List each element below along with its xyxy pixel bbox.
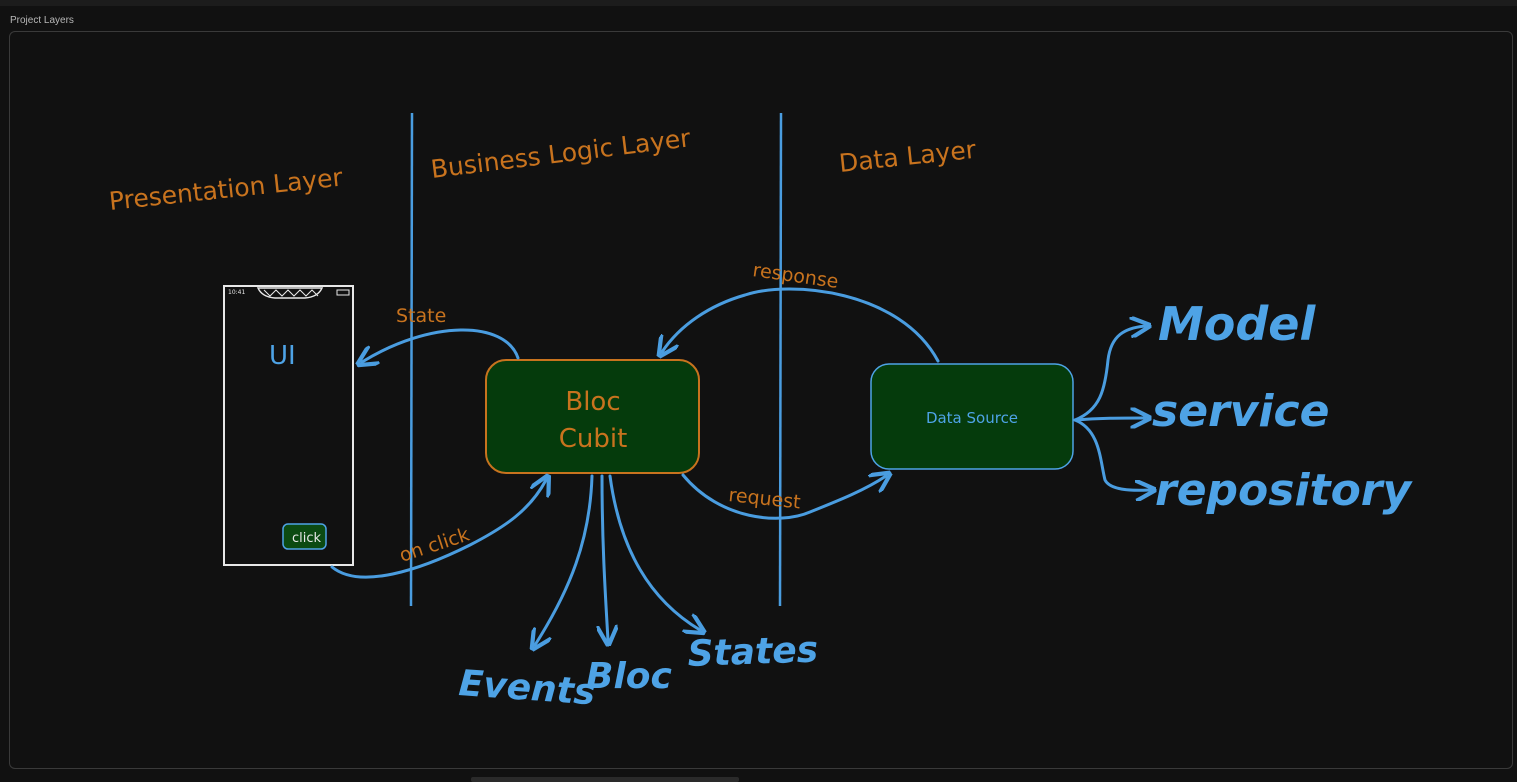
phone-ui-label: UI: [269, 341, 296, 371]
data-part-service: service: [1152, 386, 1329, 437]
request-edge-label: request: [727, 484, 801, 513]
request-arrow: [681, 475, 886, 520]
phone-click-button[interactable]: click: [282, 523, 327, 550]
canvas-frame: [9, 31, 1513, 769]
bloc-box-line1: Bloc: [565, 387, 620, 417]
on-click-arrow: [330, 480, 546, 579]
bloc-part-states: States: [687, 629, 819, 675]
state-arrow: [362, 328, 520, 362]
bloc-arrow: [602, 474, 608, 640]
phone-mockup: 10:41 UI click: [223, 285, 354, 566]
service-arrow: [1073, 418, 1145, 420]
click-button-bg[interactable]: [282, 523, 327, 550]
top-bar: [0, 0, 1517, 6]
data-part-repository: repository: [1155, 465, 1413, 516]
data-part-model: Model: [1158, 297, 1317, 351]
frame-title: Project Layers: [10, 15, 74, 26]
states-arrow: [608, 474, 700, 630]
bloc-box-line2: Cubit: [559, 424, 628, 454]
data-source-box: Data Source: [870, 363, 1074, 470]
bloc-cubit-box: Bloc Cubit: [485, 359, 700, 474]
bloc-part-bloc: Bloc: [586, 656, 672, 697]
notch-pattern: [263, 289, 319, 297]
layer-title-data: Data Layer: [838, 135, 978, 178]
battery-icon: [336, 289, 350, 296]
phone-notch: [256, 287, 324, 299]
click-button-label: click: [292, 531, 322, 546]
divider-business-data: [778, 112, 783, 607]
phone-frame: [223, 285, 354, 566]
divider-presentation-business: [409, 112, 414, 607]
bloc-box-bg: [485, 359, 700, 474]
model-arrow: [1073, 326, 1145, 422]
repository-arrow: [1073, 418, 1150, 490]
events-arrow: [535, 474, 594, 645]
data-box-label: Data Source: [926, 409, 1018, 427]
state-edge-label: State: [396, 305, 446, 327]
bloc-part-events: Events: [457, 663, 596, 713]
data-box-bg: [870, 363, 1074, 470]
response-arrow: [662, 287, 940, 363]
horizontal-scrollbar[interactable]: [471, 777, 739, 782]
layer-title-presentation: Presentation Layer: [108, 163, 345, 216]
layer-title-business: Business Logic Layer: [429, 123, 692, 184]
phone-status-time: 10:41: [228, 289, 245, 296]
